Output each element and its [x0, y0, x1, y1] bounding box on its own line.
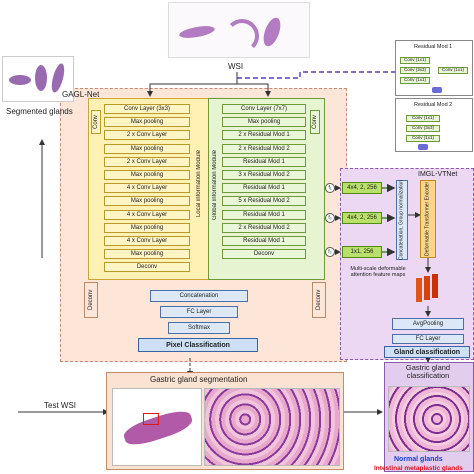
gagl-net-title: GAGL-Net: [62, 90, 100, 99]
residual-mod1-title: Residual Mod 1: [414, 44, 453, 50]
test-wsi-label: Test WSI: [44, 401, 77, 410]
local-layer-6: Max pooling: [104, 170, 190, 180]
global-layer-9: Residual Mod 1: [222, 209, 306, 220]
mod1-add-node: [432, 87, 442, 93]
concatenation-box: Concatenation: [150, 290, 248, 302]
local-layer-4: Max pooling: [104, 143, 190, 154]
wsi-thumbnail: [168, 2, 310, 58]
classification-title: Gastric gland classification: [386, 363, 470, 381]
feature-f2: f₂: [325, 213, 335, 223]
mod2-block-3: Conv (1x1): [406, 135, 440, 142]
attention-caption: Multi-scale deformable attention feature…: [344, 266, 412, 279]
pixel-classification: Pixel Classification: [138, 338, 258, 352]
residual-mod2-legend: Residual Mod 2 Conv (1x1) Conv (3x3) Con…: [395, 98, 473, 152]
global-layer-1: Conv Layer (7x7): [222, 104, 306, 114]
residual-mod1-legend: Residual Mod 1 Conv (1x1) Conv (3x3) Con…: [395, 40, 473, 96]
local-layer-11: 4 x Conv Layer: [104, 236, 190, 246]
local-layer-3: 2 x Conv Layer: [104, 130, 190, 141]
local-module-label: Local information Module: [196, 150, 202, 218]
feature-3-box: 1x1, 256: [342, 246, 382, 258]
global-layer-6: 3 x Residual Mod 2: [222, 170, 306, 180]
residual-mod2-title: Residual Mod 2: [414, 102, 453, 108]
global-layer-11: Residual Mod 1: [222, 236, 306, 246]
local-layer-1: Conv Layer (3x3): [104, 104, 190, 114]
softmax-box: Softmax: [168, 322, 230, 334]
avgpooling-box: AvgPooling: [392, 318, 464, 330]
local-layer-13: Deconv: [104, 262, 190, 273]
wsi-overview-image: [112, 388, 202, 466]
feature-1-box: 4x4, 2, 256: [342, 182, 382, 194]
local-layer-10: Max pooling: [104, 222, 190, 233]
local-side-conv: Conv: [91, 110, 101, 134]
global-layer-5: Residual Mod 1: [222, 156, 306, 167]
right-deconv: Deconv: [312, 282, 326, 318]
global-module-label: Global information Module: [212, 150, 218, 221]
imgl-vtnet-title: IMGL-VTNet: [418, 171, 458, 178]
fc-layer-box: FC Layer: [160, 306, 238, 318]
global-side-conv: Conv: [310, 110, 320, 134]
wsi-label: WSI: [228, 62, 244, 71]
mod2-add-node: [418, 144, 428, 150]
feature-f1: f₁: [325, 183, 335, 193]
concat-groupnorm-box: Concatenation, Group normalization: [396, 180, 408, 260]
zoomed-tissue-image: [204, 388, 340, 466]
segmented-glands-thumbnail: [2, 56, 74, 102]
segmentation-title: Gastric gland segmentation: [150, 375, 248, 384]
imgl-fc-layer-box: FC Layer: [392, 334, 464, 344]
global-layer-10: 2 x Residual Mod 2: [222, 222, 306, 233]
normal-glands-label: Normal glands: [394, 456, 443, 463]
deformable-transformer-box: Deformable Transformer Encoder: [420, 180, 436, 258]
mod1-block-1: Conv (1x1): [400, 57, 430, 64]
attention-maps-icon: [416, 274, 440, 304]
feature-f3: f₃: [325, 247, 335, 257]
mod2-block-1: Conv (1x1): [406, 115, 440, 122]
local-layer-7: 4 x Conv Layer: [104, 183, 190, 194]
local-layer-8: Max pooling: [104, 196, 190, 207]
global-layer-4: 2 x Residual Mod 2: [222, 143, 306, 154]
metaplastic-glands-label: Intestinal metaplastic glands: [374, 465, 463, 472]
mod1-block-2: Conv (3x3): [400, 67, 430, 74]
global-layer-2: Max pooling: [222, 117, 306, 128]
mod2-block-2: Conv (3x3): [406, 125, 440, 132]
global-layer-7: Residual Mod 1: [222, 183, 306, 194]
local-layer-2: Max pooling: [104, 117, 190, 128]
mod1-block-3: Conv (1x1): [400, 77, 430, 84]
attention-caption-text: Multi-scale deformable attention feature…: [350, 266, 406, 279]
global-layer-12: Deconv: [222, 249, 306, 260]
feature-2-box: 4x4, 2, 256: [342, 212, 382, 224]
classification-title-text: Gastric gland classification: [405, 363, 451, 381]
global-layer-3: 2 x Residual Mod 1: [222, 130, 306, 141]
left-deconv: Deconv: [84, 282, 98, 318]
global-layer-8: 5 x Residual Mod 2: [222, 196, 306, 207]
segmented-glands-label: Segmented glands: [6, 107, 73, 116]
local-layer-5: 2 x Conv Layer: [104, 156, 190, 167]
local-layer-9: 4 x Conv Layer: [104, 209, 190, 220]
local-layer-12: Max pooling: [104, 249, 190, 260]
classified-tissue-image: [388, 386, 470, 452]
gland-classification: Gland classification: [384, 346, 470, 358]
mod1-block-4: Conv (1x1): [438, 67, 468, 74]
wsi-to-gagl-arrow: [147, 72, 238, 97]
